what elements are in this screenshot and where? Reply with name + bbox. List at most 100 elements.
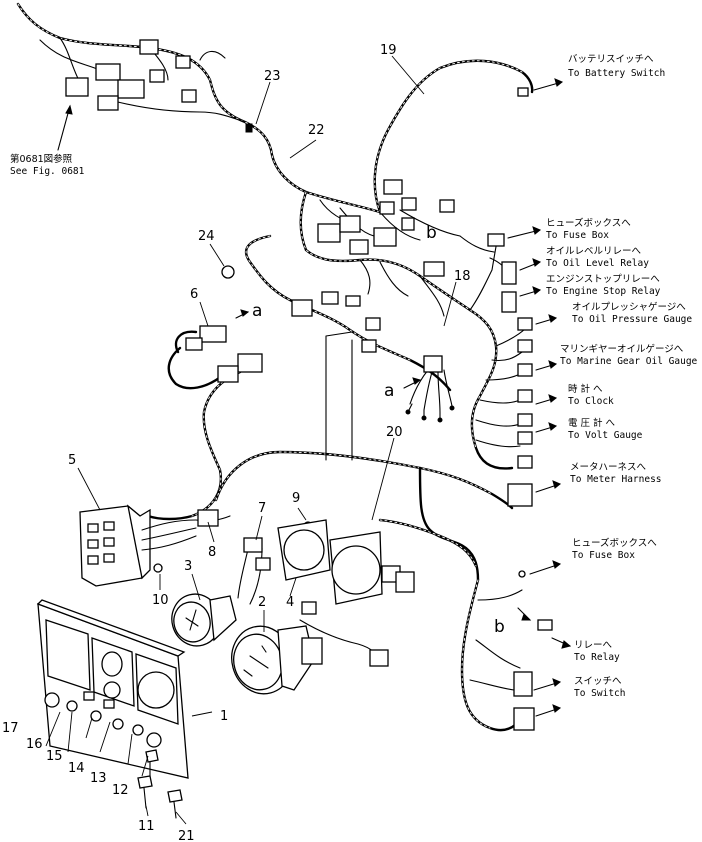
connection-en: To Fuse Box [572,550,635,561]
bulb-24 [221,265,235,279]
connector [487,233,505,247]
reference-letters: a a b b [252,223,505,637]
connector [97,95,119,111]
leader-lines [45,55,457,825]
part-number: 10 [152,593,169,608]
connection-labels: バッテリスイッチへ To Battery Switch ヒューズボックスへ To… [546,54,698,699]
connector [65,77,89,97]
connector [439,199,455,213]
part-number: 19 [380,43,397,58]
connector [401,217,415,231]
part-number: 23 [264,69,281,84]
screw-10 [153,563,163,573]
connector [517,455,533,469]
bolt-21 [167,789,183,819]
part-number: 13 [90,771,107,786]
connector [395,571,415,593]
connector [517,87,529,97]
part-number: 12 [112,783,129,798]
connector [513,707,535,731]
connector-8 [197,509,219,527]
see-fig-en: See Fig. 0681 [10,166,85,177]
connection-en: To Battery Switch [568,68,665,79]
connector [517,317,533,331]
connection-jp: ヒューズボックスへ [572,537,657,549]
connector [349,239,369,255]
connection-jp: オイルレベルリレーへ [546,246,642,257]
connector [517,413,533,427]
connector [423,355,443,373]
connector [255,557,271,571]
ref-letter-a: a [384,381,394,401]
connection-arrows [57,78,572,717]
connection-en: To Marine Gear Oil Gauge [560,356,698,367]
harness-wires [16,2,534,732]
part-number: 5 [68,453,76,468]
connection-en: To Oil Pressure Gauge [572,314,692,325]
ref-letter-a: a [252,301,262,321]
plate-4 [277,519,383,605]
instrument-panel-1 [36,599,189,779]
part-number: 8 [208,545,216,560]
part-number: 24 [198,229,215,244]
connection-en: To Switch [574,688,625,699]
see-fig-label: 第0681図参照 See Fig. 0681 [10,153,85,177]
connector [423,261,445,277]
part-number: 2 [258,595,266,610]
connector [149,69,165,83]
see-fig-jp: 第0681図参照 [10,153,73,165]
connection-jp: マリンギヤーオイルゲージへ [560,343,684,355]
connector [139,39,159,55]
connector [373,227,397,247]
connection-jp: ヒューズボックスへ [546,217,631,229]
connector [237,353,263,373]
connector [383,179,403,195]
connector [317,223,341,243]
part-number: 7 [258,501,266,516]
connector [321,291,339,305]
connector [517,431,533,445]
connector [517,363,533,377]
connection-jp: スイッチへ [574,676,622,687]
connector [339,215,361,233]
connection-en: To Meter Harness [570,474,662,485]
connector [181,89,197,103]
part-number: 3 [184,559,192,574]
part-number: 9 [292,491,300,506]
connector [175,55,191,69]
part-number: 18 [454,269,471,284]
part-number: 20 [386,425,403,440]
connection-en: To Relay [574,652,620,663]
part-number: 22 [308,123,325,138]
part-number: 16 [26,737,43,752]
connection-en: To Oil Level Relay [546,258,649,269]
part-number: 17 [2,721,19,736]
part-numbers: 1 2 3 4 5 6 7 8 9 10 11 12 13 14 15 16 1… [2,43,471,842]
connector [537,619,553,631]
connector-7 [243,537,263,553]
connector [513,671,533,697]
part-number: 11 [138,819,155,834]
ref-letter-b: b [494,617,505,637]
connector [365,317,381,331]
part-number: 1 [220,709,228,724]
connector [379,201,395,215]
connection-jp: バッテリスイッチへ [568,54,654,65]
connector [117,79,145,99]
switch-block-5 [79,504,197,587]
connector-6 [199,325,227,343]
connector [95,63,121,81]
connection-jp: 時 計 へ [568,383,603,395]
connector [361,339,377,353]
part-number: 4 [286,595,294,610]
parts [36,331,455,819]
connector [507,483,533,507]
connector [345,295,361,307]
connector [217,365,239,383]
connection-jp: オイルプレッシャゲージへ [572,301,686,313]
gauge-3 [171,593,237,647]
connection-en: To Engine Stop Relay [546,286,661,297]
connector [501,261,517,285]
connector [401,197,417,211]
connector [369,649,389,667]
